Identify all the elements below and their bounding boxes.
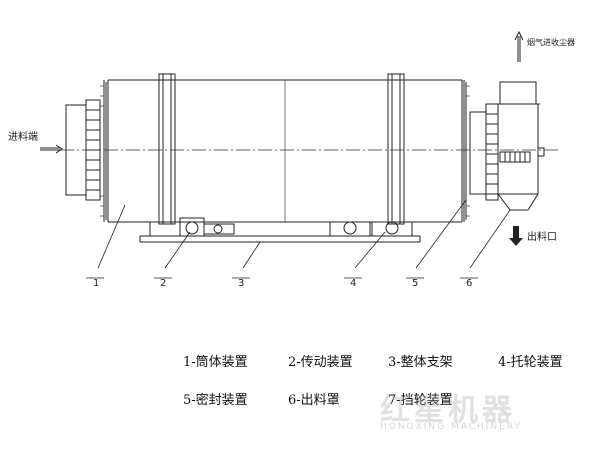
callout-4: 4 <box>350 278 356 289</box>
riding-ring-right <box>387 73 405 225</box>
drum-cylinder <box>107 79 463 223</box>
outlet-arrow <box>509 226 523 246</box>
callout-6: 6 <box>466 278 472 289</box>
legend-item-2: 2-传动装置 <box>288 355 353 370</box>
legend-item-6: 6-出料罩 <box>288 393 340 408</box>
callout-5: 5 <box>412 278 418 289</box>
inlet-label: 进料端 <box>8 130 38 143</box>
watermark-sub: HONGXING MACHINERY <box>380 422 523 432</box>
legend-item-5: 5-密封装置 <box>183 393 248 408</box>
legend-item-7: 7-挡轮装置 <box>388 393 453 408</box>
callout-3: 3 <box>238 278 244 289</box>
base-frame <box>139 235 421 243</box>
exhaust-arrow <box>514 30 524 62</box>
outlet-hood <box>469 81 545 211</box>
riding-ring-left <box>158 73 176 225</box>
support-roller-unit <box>329 221 413 237</box>
leader-lines <box>86 199 511 279</box>
legend-item-4: 4-托轮装置 <box>498 355 563 370</box>
legend-item-3: 3-整体支架 <box>388 355 453 370</box>
callout-1: 1 <box>93 278 99 289</box>
watermark: 红星机器 <box>380 393 516 428</box>
inlet-arrow <box>40 144 63 154</box>
outlet-label: 出料口 <box>527 230 557 243</box>
legend-item-1: 1-筒体装置 <box>183 355 248 370</box>
exhaust-label: 烟气进收尘器 <box>527 37 575 47</box>
callout-2: 2 <box>160 278 166 289</box>
drive-unit <box>149 217 235 237</box>
